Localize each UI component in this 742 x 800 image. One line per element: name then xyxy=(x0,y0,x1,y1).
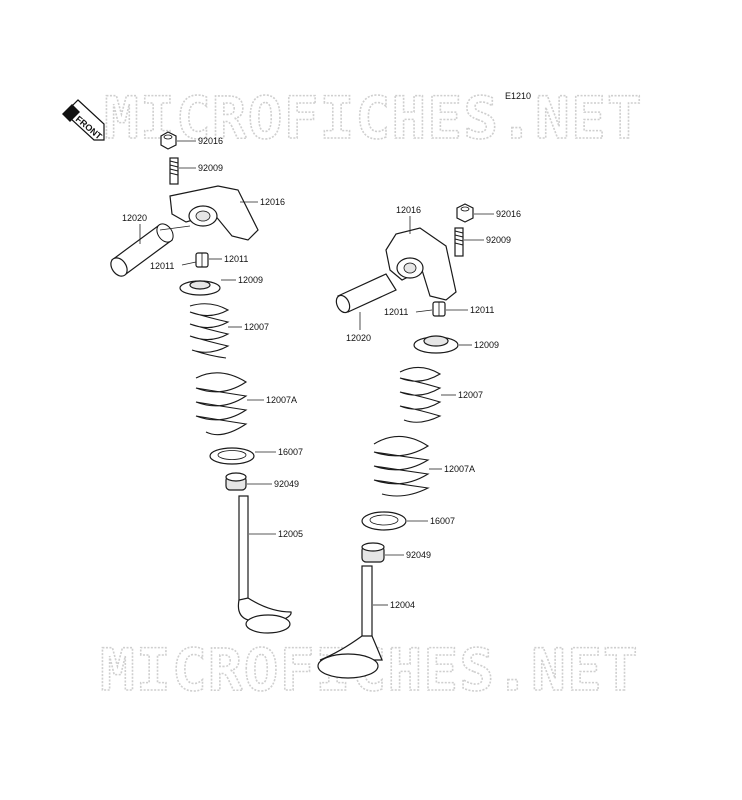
left-valve-assembly: 92016 92009 12016 12020 xyxy=(110,131,303,634)
left-valve-12005 xyxy=(237,495,292,634)
left-nut-92016 xyxy=(160,131,196,150)
left-label-12007A: 12007A xyxy=(266,395,297,405)
right-label-12004: 12004 xyxy=(390,600,415,610)
right-adjust-screw-92009 xyxy=(454,227,484,257)
left-inner-spring-12007 xyxy=(189,303,242,359)
right-spring-retainer-12009 xyxy=(413,335,472,354)
left-label-12020: 12020 xyxy=(122,213,147,223)
right-valve-keepers-12011 xyxy=(415,301,468,317)
right-label-12016: 12016 xyxy=(396,205,421,215)
left-spring-seat-16007 xyxy=(209,447,276,465)
left-oil-seal-92049 xyxy=(225,472,272,491)
right-label-12009: 12009 xyxy=(474,340,499,350)
left-label-12009: 12009 xyxy=(238,275,263,285)
watermark-top: MICROFICHES.NET xyxy=(104,84,643,152)
left-label-16007: 16007 xyxy=(278,447,303,457)
right-valve-assembly: 12016 92016 92009 12020 12011 xyxy=(317,203,521,679)
right-label-92049: 92049 xyxy=(406,550,431,560)
right-spring-seat-16007 xyxy=(361,511,428,531)
left-label-12016: 12016 xyxy=(260,197,285,207)
right-label-16007: 16007 xyxy=(430,516,455,526)
right-label-12011-b: 12011 xyxy=(384,307,408,317)
left-spring-retainer-12009 xyxy=(179,279,236,296)
left-label-12011-a: 12011 xyxy=(224,254,248,264)
right-valve-12004 xyxy=(317,565,388,679)
left-rocker-arm-12016 xyxy=(169,185,259,241)
right-label-12007: 12007 xyxy=(458,390,483,400)
left-label-12007: 12007 xyxy=(244,322,269,332)
right-oil-seal-92049 xyxy=(361,542,404,563)
left-valve-keepers-12011 xyxy=(181,252,222,268)
right-label-92016: 92016 xyxy=(496,209,521,219)
left-label-92016: 92016 xyxy=(198,136,223,146)
right-label-12020: 12020 xyxy=(346,333,371,343)
left-adjust-screw-92009 xyxy=(169,157,196,185)
right-label-92009: 92009 xyxy=(486,235,511,245)
left-label-12005: 12005 xyxy=(278,529,303,539)
right-nut-92016 xyxy=(456,203,494,223)
right-label-12007A: 12007A xyxy=(444,464,475,474)
right-inner-spring-12007 xyxy=(399,366,456,423)
right-label-12011-a: 12011 xyxy=(470,305,494,315)
diagram-code: E1210 xyxy=(505,91,531,101)
front-arrow-icon: FRONT xyxy=(62,99,105,142)
right-outer-spring-12007A xyxy=(373,435,442,497)
left-label-92009: 92009 xyxy=(198,163,223,173)
left-label-12011-b: 12011 xyxy=(150,261,174,271)
left-rocker-shaft-12020 xyxy=(110,223,191,277)
right-rocker-arm-12016 xyxy=(385,216,457,301)
left-label-92049: 92049 xyxy=(274,479,299,489)
left-outer-spring-12007A xyxy=(195,372,264,436)
right-rocker-shaft-12020 xyxy=(335,273,397,330)
